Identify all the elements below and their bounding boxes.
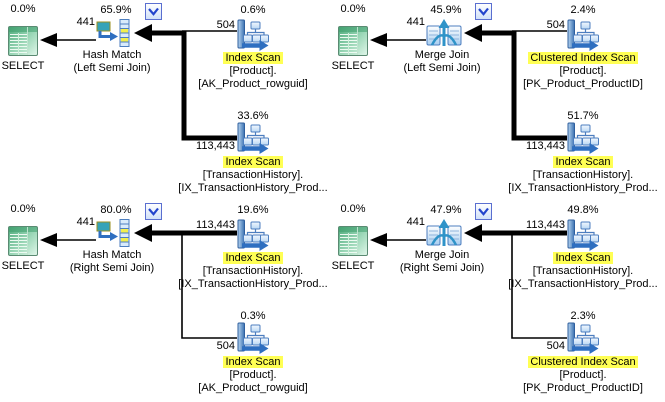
select-result-icon[interactable] [8,226,38,256]
scan-object-line2: [PK_Product_ProductID] [523,78,643,90]
chevron-down-icon[interactable] [475,203,492,220]
select-label: SELECT [1,60,45,72]
scan-cost-pct: 19.6% [237,204,269,216]
join-cost-pct: 45.9% [430,4,462,16]
join-operator-name: Merge Join [414,49,470,61]
index-scan-icon[interactable] [237,122,269,154]
join-cost-pct: 47.9% [430,204,462,216]
edge-rowcount: 504 [546,340,565,352]
hash-match-icon[interactable] [96,19,132,47]
scan-cost-pct: 49.8% [567,204,599,216]
scan-cost-pct: 51.7% [567,110,599,122]
edge-rowcount: 504 [546,19,565,31]
scan-operator-name: Clustered Index Scan [528,52,638,64]
scan-cost-pct: 0.6% [240,4,266,16]
scan-object-line1: [TransactionHistory]. [532,265,634,277]
edge-rowcount: 113,443 [526,140,565,152]
clustered-index-scan-icon[interactable] [567,19,599,51]
chevron-down-icon[interactable] [145,203,162,220]
join-cost-pct: 80.0% [100,204,132,216]
clustered-index-scan-icon[interactable] [567,322,599,354]
plan-bottom-right: 0.0% SELECT 441 47.9% Merge Join (Right … [330,200,665,402]
select-label: SELECT [331,260,375,272]
scan-cost-pct: 33.6% [237,110,269,122]
select-result-icon[interactable] [338,226,368,256]
index-scan-icon[interactable] [567,219,599,251]
select-cost-pct: 0.0% [340,203,366,215]
edge-rowcount-out: 441 [76,216,95,228]
scan-object-line1: [Product]. [559,65,607,77]
select-cost-pct: 0.0% [340,3,366,15]
plan-edges-top-left [40,24,237,141]
select-cost-pct: 0.0% [10,3,36,15]
index-scan-icon[interactable] [237,219,269,251]
join-cost-pct: 65.9% [100,4,132,16]
select-cost-pct: 0.0% [10,203,36,215]
edge-rowcount: 113,443 [196,140,235,152]
join-operator-name: Merge Join [414,249,470,261]
plan-top-right: 0.0% SELECT 441 45.9% Merge Join (Left S… [330,0,665,202]
scan-object-line1: [Product]. [559,369,607,381]
index-scan-icon[interactable] [237,322,269,354]
plan-edges-top-right [370,24,567,141]
plan-edges-bottom-left [40,224,237,339]
plan-edges-bottom-right [370,224,567,339]
index-scan-icon[interactable] [237,19,269,51]
scan-cost-pct: 2.3% [570,310,596,322]
scan-operator-name: Index Scan [553,252,613,264]
edge-rowcount: 504 [216,340,235,352]
chevron-down-icon[interactable] [475,3,492,20]
select-result-icon[interactable] [8,26,38,56]
scan-operator-name: Index Scan [223,356,283,368]
scan-object-line2: [AK_Product_rowguid] [198,78,308,90]
scan-operator-name: Index Scan [223,52,283,64]
scan-object-line1: [TransactionHistory]. [532,169,634,181]
scan-operator-name: Clustered Index Scan [528,356,638,368]
scan-operator-name: Index Scan [553,156,613,168]
edge-rowcount: 113,443 [196,219,235,231]
scan-object-line2: [IX_TransactionHistory_Prod... [508,182,658,194]
scan-operator-name: Index Scan [223,252,283,264]
join-operator-subtitle: (Right Semi Join) [69,262,155,274]
scan-object-line2: [IX_TransactionHistory_Prod... [508,278,658,290]
join-operator-subtitle: (Left Semi Join) [73,62,151,74]
scan-cost-pct: 2.4% [570,4,596,16]
join-operator-subtitle: (Left Semi Join) [403,62,481,74]
chevron-down-icon[interactable] [145,3,162,20]
scan-object-line1: [TransactionHistory]. [202,265,304,277]
join-operator-name: Hash Match [82,249,142,261]
edge-rowcount-out: 441 [406,216,425,228]
plan-bottom-left: 0.0% SELECT 441 80.0% Hash Match (Right … [0,200,335,402]
scan-object-line2: [PK_Product_ProductID] [523,382,643,394]
hash-match-icon[interactable] [96,219,132,247]
index-scan-icon[interactable] [567,122,599,154]
select-label: SELECT [1,260,45,272]
join-operator-subtitle: (Right Semi Join) [399,262,485,274]
select-result-icon[interactable] [338,26,368,56]
scan-object-line1: [Product]. [229,65,277,77]
scan-object-line1: [TransactionHistory]. [202,169,304,181]
scan-object-line2: [AK_Product_rowguid] [198,382,308,394]
scan-object-line2: [IX_TransactionHistory_Prod... [178,182,328,194]
scan-object-line2: [IX_TransactionHistory_Prod... [178,278,328,290]
edge-rowcount: 504 [216,19,235,31]
edge-rowcount-out: 441 [406,16,425,28]
select-label: SELECT [331,60,375,72]
join-operator-name: Hash Match [82,49,142,61]
merge-join-icon[interactable] [426,19,462,47]
merge-join-icon[interactable] [426,219,462,247]
scan-cost-pct: 0.3% [240,310,266,322]
edge-rowcount: 113,443 [526,219,565,231]
plan-top-left: 0.0% SELECT 441 65.9% Hash Match (Left S… [0,0,335,202]
edge-rowcount-out: 441 [76,16,95,28]
scan-object-line1: [Product]. [229,369,277,381]
scan-operator-name: Index Scan [223,156,283,168]
